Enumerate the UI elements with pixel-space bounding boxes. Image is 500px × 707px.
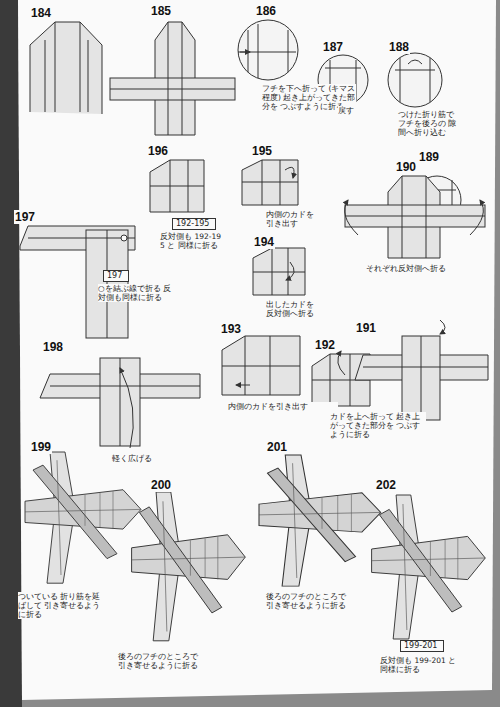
paper-page bbox=[18, 0, 496, 700]
step-number: 190 bbox=[395, 160, 417, 174]
step-number: 185 bbox=[150, 4, 172, 18]
step-number: 199 bbox=[30, 440, 52, 454]
step-number: 198 bbox=[42, 340, 64, 354]
step-number: 191 bbox=[355, 321, 377, 335]
step-number: 187 bbox=[322, 40, 344, 54]
step-number: 197 bbox=[14, 210, 36, 224]
fold-steps bbox=[20, 20, 488, 446]
step-number: 189 bbox=[418, 150, 440, 164]
instruction-note: 内側のカドを引き出す bbox=[228, 402, 338, 411]
step-number: 188 bbox=[388, 40, 410, 54]
step-number: 200 bbox=[150, 478, 172, 492]
instruction-note: 後ろのフチのところで 引き寄せるように折る bbox=[266, 592, 352, 610]
instruction-note: つけた折り筋で フチを後ろの 隙間へ折り込む bbox=[398, 110, 462, 137]
instruction-note: 戻す bbox=[338, 106, 368, 115]
step-number: 194 bbox=[253, 235, 275, 249]
instruction-note: 後ろのフチのところで 引き寄せるように折る bbox=[118, 652, 204, 670]
step-number: 192 bbox=[314, 338, 336, 352]
instruction-note: 軽く広げる bbox=[112, 454, 172, 463]
reference-box: 197 bbox=[103, 270, 129, 282]
reference-box: 192-195 bbox=[172, 218, 216, 230]
instruction-note: ついている 折り筋を延ばして 引き寄せるように折る bbox=[18, 592, 102, 619]
reference-text: 199-201 bbox=[404, 641, 437, 650]
instruction-note: 出したカドを 反対側へ折る bbox=[266, 300, 320, 318]
instruction-note: 内側のカドを 引き出す bbox=[266, 210, 320, 228]
instruction-note: カドを上へ折って 起き上がってきた部分を つぶすように折る bbox=[330, 412, 426, 439]
step-number: 196 bbox=[147, 144, 169, 158]
instruction-note: 反対側も 192-195 と 同様に折る bbox=[160, 232, 224, 250]
step-number: 186 bbox=[255, 4, 277, 18]
step-number: 195 bbox=[251, 144, 273, 158]
step-number: 201 bbox=[266, 440, 288, 454]
instruction-note: それぞれ反対側へ折る bbox=[366, 264, 476, 273]
instruction-note: 反対側も 199-201 と 同様に折る bbox=[380, 656, 462, 674]
step-number: 202 bbox=[375, 478, 397, 492]
step-number: 193 bbox=[220, 322, 242, 336]
reference-box: 199-201 bbox=[400, 640, 444, 652]
step-number: 184 bbox=[30, 6, 52, 20]
reference-text: 197 bbox=[107, 271, 122, 280]
instruction-note: ○を結ぶ線で折る 反対側も同様に折る bbox=[98, 284, 178, 302]
reference-text: 192-195 bbox=[176, 219, 209, 228]
fold-arrows bbox=[120, 52, 483, 448]
